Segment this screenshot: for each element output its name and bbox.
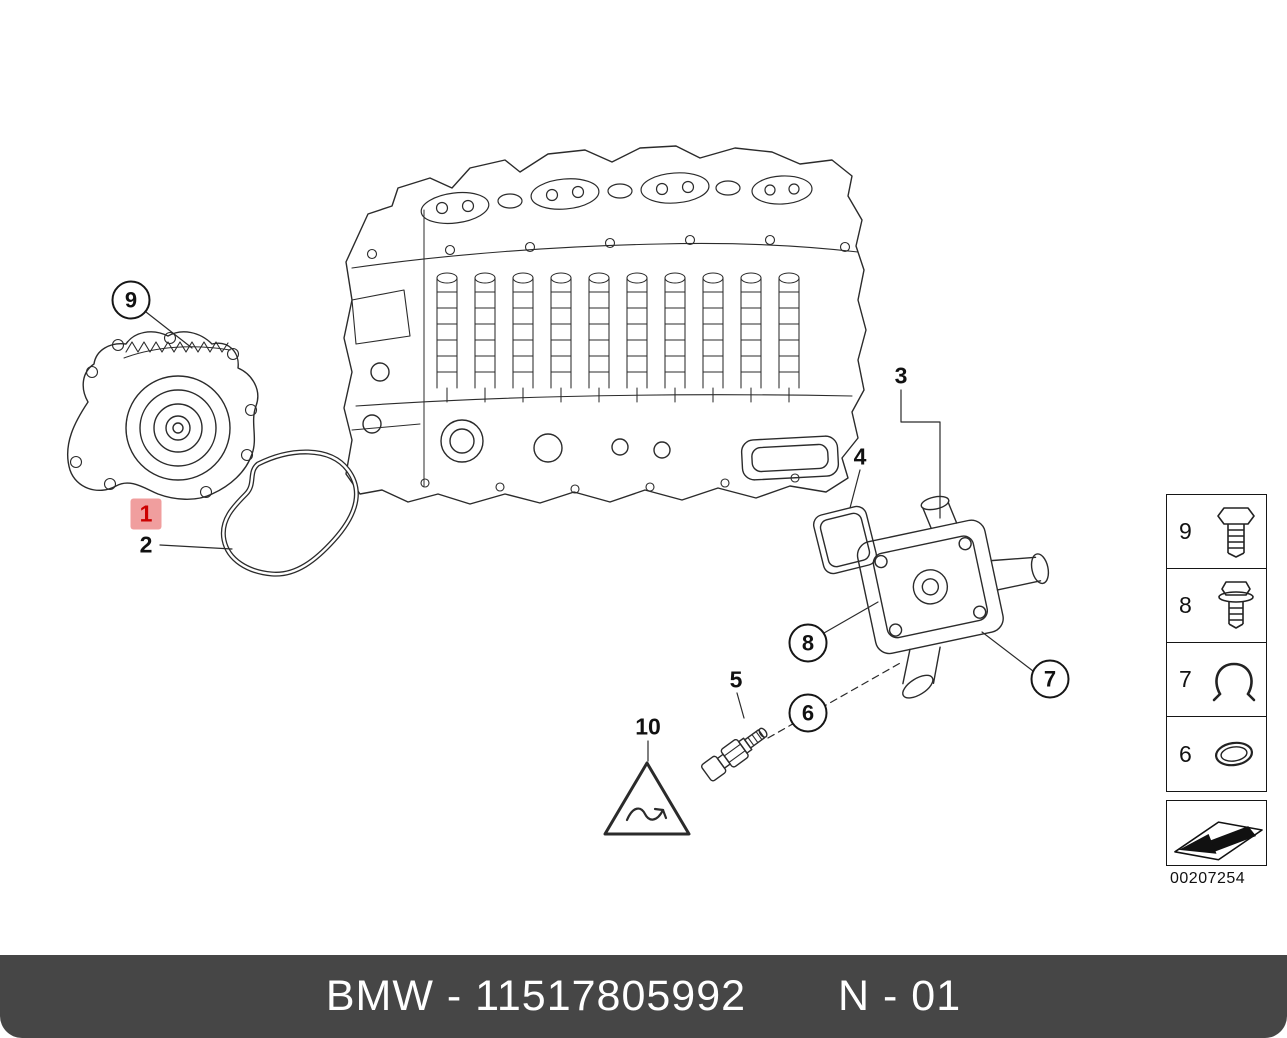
callout-10[interactable]: 10 <box>635 713 661 740</box>
callout-8[interactable]: 8 <box>788 623 828 663</box>
fasteners-legend: 9 8 7 <box>1166 494 1267 792</box>
temperature-sensor <box>701 727 768 782</box>
diagram-id: 00207254 <box>1170 870 1246 887</box>
callout-4[interactable]: 4 <box>853 443 867 470</box>
engine-parts-drawing <box>66 145 1050 836</box>
legend-item-9[interactable]: 9 <box>1167 495 1266 569</box>
footer-page-ref: N - 01 <box>838 972 962 1020</box>
retaining-clip-icon <box>1212 662 1256 701</box>
page-back-arrow-icon <box>1174 821 1263 861</box>
water-pump <box>66 331 259 500</box>
legend-item-number: 7 <box>1179 666 1192 692</box>
footer-bar: BMW - 11517805992 N - 01 <box>0 955 1287 1038</box>
legend-item-7[interactable]: 7 <box>1167 643 1266 717</box>
warning-triangle-icon <box>603 761 691 836</box>
thermostat-housing-gasket <box>812 505 878 575</box>
water-pump-gasket <box>220 449 359 577</box>
legend-item-number: 6 <box>1179 740 1192 767</box>
callout-7[interactable]: 7 <box>1030 659 1070 699</box>
leader-lines <box>145 311 1034 762</box>
flange-bolt-icon <box>1218 580 1254 629</box>
callout-9[interactable]: 9 <box>111 280 151 320</box>
callout-3[interactable]: 3 <box>894 362 908 389</box>
hex-bolt-icon <box>1217 506 1255 558</box>
thermostat-housing <box>856 495 1050 699</box>
legend-item-6[interactable]: 6 <box>1167 717 1266 791</box>
footer-part-number: BMW - 11517805992 <box>325 972 747 1020</box>
callout-6[interactable]: 6 <box>788 693 828 733</box>
cylinder-head <box>343 145 867 505</box>
legend-item-8[interactable]: 8 <box>1167 569 1266 643</box>
callout-2[interactable]: 2 <box>139 531 153 558</box>
legend-item-number: 8 <box>1179 592 1192 618</box>
callout-5[interactable]: 5 <box>729 666 743 693</box>
callout-1-selected[interactable]: 1 <box>130 498 162 530</box>
page-back-arrow-box[interactable] <box>1166 800 1267 866</box>
legend-item-number: 9 <box>1179 518 1192 544</box>
sealing-ring-icon <box>1215 741 1253 767</box>
